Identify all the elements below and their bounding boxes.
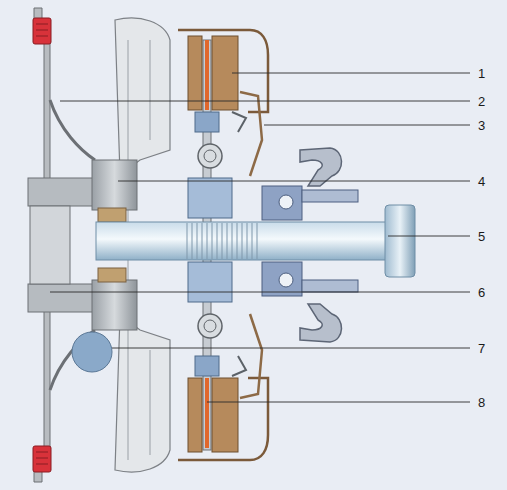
callout-number: 4 (478, 175, 485, 188)
callout-number: 2 (478, 95, 485, 108)
callout-number: 8 (478, 396, 485, 409)
pin (72, 332, 112, 372)
release-fork (300, 148, 342, 342)
callout-number: 1 (478, 67, 485, 80)
release-bearing (262, 186, 358, 296)
flywheel (28, 8, 98, 482)
callout-number: 3 (478, 119, 485, 132)
leader-line (50, 73, 470, 402)
callout-number: 6 (478, 286, 485, 299)
pressure-plate-cover (178, 30, 268, 460)
input-shaft (96, 205, 415, 277)
callout-number: 7 (478, 342, 485, 355)
callout-number: 5 (478, 230, 485, 243)
flywheel-bolt (33, 18, 51, 472)
